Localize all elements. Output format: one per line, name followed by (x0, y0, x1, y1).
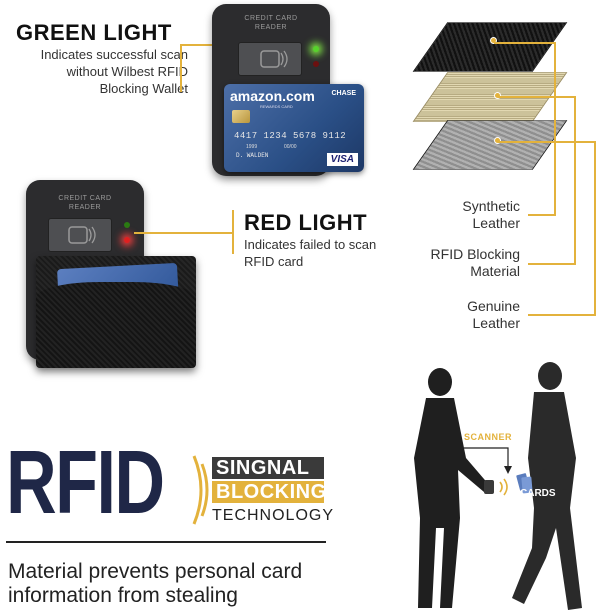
red-light-pointer-line (134, 232, 234, 234)
reader-label-line2: READER (254, 24, 288, 31)
scanner-device (484, 480, 494, 494)
victim-card (521, 476, 533, 494)
layer-label-synthetic: Synthetic Leather (400, 198, 520, 232)
contactless-icon (68, 226, 96, 244)
card-expiry: 00/00 (284, 144, 297, 150)
green-light-desc-line: Indicates successful scan (40, 47, 188, 62)
red-light-desc-line: RFID card (244, 254, 304, 269)
green-light-pointer-bracket (180, 44, 182, 92)
layer-line-1h (494, 42, 554, 44)
reader-label-line2: READER (68, 204, 102, 211)
layer-line-1v (554, 42, 556, 215)
red-led (124, 237, 130, 243)
red-light-desc-line: Indicates failed to scan (244, 237, 377, 252)
layer-line-2v (574, 96, 576, 264)
card-number: 4417 1234 5678 9112 (234, 131, 347, 141)
red-led-off (313, 61, 319, 67)
green-light-description: Indicates successful scan without Wilbes… (16, 46, 188, 97)
logo-line-signal: SINGNAL (212, 457, 324, 479)
layer-line-3v (594, 141, 596, 315)
victim-silhouette (512, 362, 582, 610)
synthetic-leather-layer (412, 22, 568, 72)
layer-line-2h (498, 96, 574, 98)
wallet-pocket (36, 282, 196, 368)
logo-divider (6, 541, 326, 543)
rfid-logo-text: RFID (6, 433, 165, 533)
card-small-number: 1999 (246, 144, 258, 150)
thief-silhouette (414, 368, 490, 608)
red-light-heading: RED LIGHT (244, 210, 368, 235)
layer-marker-1 (490, 37, 497, 44)
layer-line-3end (528, 314, 596, 316)
card-brand: amazon.com (230, 88, 315, 104)
credit-card: amazon.com REWARDS CARD CHASE 4417 1234 … (224, 84, 364, 172)
layer-marker-2 (494, 92, 501, 99)
tagline-line: Material prevents personal card (8, 560, 303, 583)
red-light-pointer-bracket (232, 210, 234, 254)
red-light-description: Indicates failed to scan RFID card (244, 236, 376, 270)
green-led-off (124, 222, 130, 228)
tagline-line: information from stealing (8, 584, 238, 607)
arrow-head-icon (504, 466, 512, 474)
contactless-icon (260, 50, 288, 68)
reader-label-line1: CREDIT CARD (58, 195, 112, 202)
scanner-waves-icon (499, 478, 508, 496)
skimming-scene (414, 362, 582, 610)
layer-label-genuine: Genuine Leather (400, 298, 520, 332)
layer-label-line: Leather (472, 315, 520, 331)
logo-line-technology: TECHNOLOGY (212, 507, 335, 524)
layer-label-line: Genuine (467, 298, 520, 314)
logo-line-blocking: BLOCKING (212, 481, 326, 503)
genuine-leather-layer (412, 120, 568, 170)
layer-label-line: Material (470, 263, 520, 279)
layer-line-3h (498, 141, 594, 143)
card-brand-sub: REWARDS CARD (260, 104, 293, 109)
scanner-label: SCANNER (464, 432, 513, 442)
green-light-desc-line: without Wilbest RFID (66, 64, 188, 79)
card-holder: D. WALDEN (236, 152, 269, 159)
reader-contactless-area (48, 218, 112, 252)
layer-label-line: RFID Blocking (430, 246, 520, 262)
card-bank: CHASE (331, 90, 356, 97)
signal-arcs-icon (192, 455, 209, 525)
green-light-desc-line: Blocking Wallet (99, 81, 188, 96)
layer-line-2end (528, 263, 576, 265)
tagline: Material prevents personal card informat… (8, 560, 302, 608)
layer-label-rfid-blocking: RFID Blocking Material (400, 246, 520, 280)
reader-contactless-area (238, 42, 302, 76)
green-light-heading: GREEN LIGHT (16, 20, 172, 45)
cards-label: CARDS (520, 488, 556, 499)
scanner-arrow-line (460, 447, 509, 470)
layer-label-line: Synthetic (462, 198, 520, 214)
layer-marker-3 (494, 137, 501, 144)
visa-logo: VISA (326, 153, 358, 166)
reader-label-line1: CREDIT CARD (244, 15, 298, 22)
green-led (313, 46, 319, 52)
layer-line-1end (528, 214, 556, 216)
layer-label-line: Leather (472, 215, 520, 231)
rfid-wallet (36, 256, 196, 368)
card-chip (232, 110, 250, 123)
